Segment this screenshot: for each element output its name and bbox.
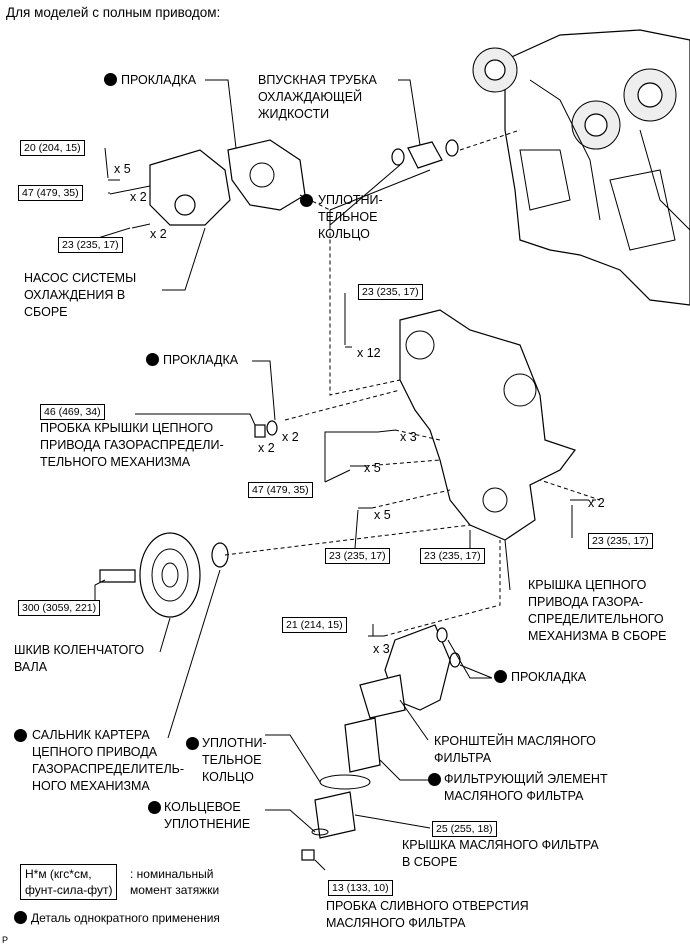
label-ring-seal-text: КОЛЬЦЕВОЕ УПЛОТНЕНИЕ	[164, 800, 251, 831]
torque-box: 13 (133, 10)	[328, 880, 393, 896]
single-use-marker-icon	[104, 73, 117, 86]
single-use-marker-icon	[14, 729, 27, 742]
bolt-count: x 2	[130, 190, 147, 204]
label-gasket-mid: ПРОКЛАДКА	[146, 352, 238, 369]
torque-box: 46 (469, 34)	[40, 404, 105, 420]
torque-box: 23 (235, 17)	[58, 237, 123, 253]
label-water-pump: НАСОС СИСТЕМЫ ОХЛАЖДЕНИЯ В СБОРЕ	[24, 271, 137, 319]
crankshaft-pulley	[99, 532, 201, 618]
bolt-count: x 3	[373, 642, 390, 656]
bolt-count: x 12	[357, 346, 381, 360]
filter-element	[344, 717, 381, 773]
bolt-count: x 2	[150, 227, 167, 241]
legend-unit-description: : номинальный момент затяжки	[130, 867, 220, 897]
alignment-lines	[224, 129, 601, 637]
bolt-count: x 5	[114, 162, 131, 176]
torque-box: 23 (235, 17)	[420, 548, 485, 564]
drain-plug-part	[301, 849, 315, 861]
torque-box: 23 (235, 17)	[588, 533, 653, 549]
timing-cover	[399, 309, 576, 541]
label-drain-plug: ПРОБКА СЛИВНОГО ОТВЕРСТИЯ МАСЛЯНОГО ФИЛЬ…	[326, 899, 529, 930]
pump-gasket	[227, 139, 306, 211]
figure-code: P	[2, 935, 9, 945]
legend-single-use: Деталь однократного применения	[14, 910, 220, 927]
water-pump	[149, 149, 231, 226]
legend-single-use-text: Деталь однократного применения	[31, 911, 220, 925]
label-inlet-pipe: ВПУСКНАЯ ТРУБКА ОХЛАЖДАЮЩЕЙ ЖИДКОСТИ	[258, 73, 377, 121]
leader-lines	[94, 79, 573, 871]
cover-plug	[254, 424, 266, 438]
bolt-count: x 2	[282, 430, 299, 444]
single-use-marker-icon	[148, 801, 161, 814]
label-gasket-top: ПРОКЛАДКА	[104, 72, 196, 89]
single-use-marker-icon	[300, 194, 313, 207]
single-use-marker-icon	[428, 773, 441, 786]
torque-box: 47 (479, 35)	[18, 185, 83, 201]
label-oil-bracket: КРОНШТЕЙН МАСЛЯНОГО ФИЛЬТРА	[434, 734, 596, 765]
torque-box: 21 (214, 15)	[282, 617, 347, 633]
bolt-count: x 2	[588, 496, 605, 510]
torque-box: 20 (204, 15)	[20, 140, 85, 156]
ring-seal-part	[311, 828, 329, 836]
bolt-count: x 3	[400, 430, 417, 444]
label-filter-cap: КРЫШКА МАСЛЯНОГО ФИЛЬТРА В СБОРЕ	[402, 838, 599, 869]
label-pulley: ШКИВ КОЛЕНЧАТОГО ВАЛА	[14, 643, 145, 674]
label-gasket-top-text: ПРОКЛАДКА	[121, 73, 197, 87]
single-use-marker-icon	[14, 911, 27, 924]
legend-unit-box: Н*м (кгс*см, фунт-сила-фут)	[20, 864, 118, 900]
bolts	[108, 179, 585, 637]
page-title: Для моделей с полным приводом:	[6, 5, 221, 20]
filter-o-ring	[319, 774, 371, 790]
engine-block	[472, 29, 690, 306]
label-chain-cover-plug: ПРОБКА КРЫШКИ ЦЕПНОГО ПРИВОДА ГАЗОРАСПРЕ…	[40, 421, 224, 469]
single-use-marker-icon	[146, 353, 159, 366]
bolt-count: x 5	[374, 508, 391, 522]
label-o-ring-low-text: УПЛОТНИ- ТЕЛЬНОЕ КОЛЬЦО	[202, 736, 267, 784]
torque-box: 23 (235, 17)	[325, 548, 390, 564]
torque-box: 23 (235, 17)	[358, 284, 423, 300]
inlet-pipe	[391, 139, 459, 169]
torque-box: 300 (3059, 221)	[18, 600, 101, 616]
torque-box: 47 (479, 35)	[248, 482, 313, 498]
label-gasket-mid-text: ПРОКЛАДКА	[163, 353, 239, 367]
label-filter-element-text: ФИЛЬТРУЮЩИЙ ЭЛЕМЕНТ МАСЛЯНОГО ФИЛЬТРА	[444, 772, 608, 803]
label-chain-cover: КРЫШКА ЦЕПНОГО ПРИВОДА ГАЗОРА- СПРЕДЕЛИТ…	[528, 578, 667, 643]
bolt-count: x 5	[364, 461, 381, 475]
label-o-ring-top: УПЛОТНИ- ТЕЛЬНОЕ КОЛЬЦО	[300, 192, 383, 243]
label-gasket-low: ПРОКЛАДКА	[494, 669, 586, 686]
bolt-count: x 2	[258, 441, 275, 455]
label-oil-seal-text: САЛЬНИК КАРТЕРА ЦЕПНОГО ПРИВОДА ГАЗОРАСП…	[32, 728, 185, 793]
label-gasket-low-text: ПРОКЛАДКА	[511, 670, 587, 684]
oil-filter-bracket	[359, 624, 461, 719]
label-o-ring-top-text: УПЛОТНИ- ТЕЛЬНОЕ КОЛЬЦО	[318, 193, 383, 241]
single-use-marker-icon	[494, 670, 507, 683]
plug-gasket	[266, 420, 278, 436]
filter-cap	[314, 791, 356, 839]
torque-box: 25 (255, 18)	[432, 821, 497, 837]
single-use-marker-icon	[186, 737, 199, 750]
